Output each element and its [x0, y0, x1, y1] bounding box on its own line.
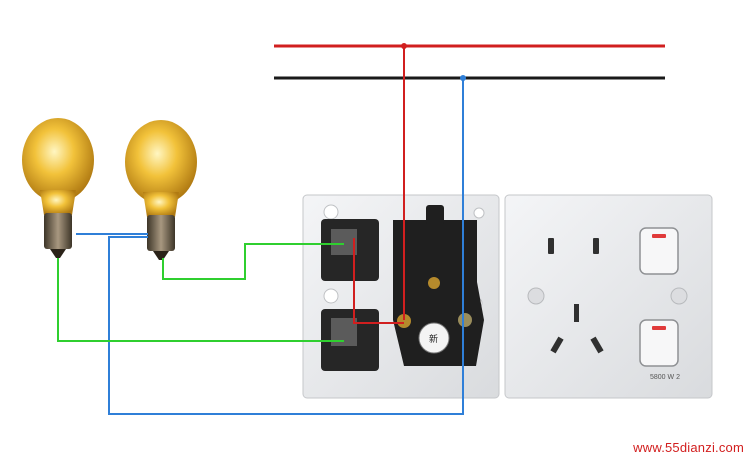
socket-front-plate — [504, 194, 713, 399]
socket-module — [393, 220, 484, 366]
module-knob — [418, 322, 450, 354]
light-bulb-icon — [22, 118, 94, 258]
neutral-junction — [460, 75, 466, 81]
socket-back-open: 新 — [302, 194, 500, 399]
switched-wire — [57, 243, 344, 342]
watermark-text: www.55dianzi.com — [633, 440, 744, 455]
live-wire — [353, 46, 405, 324]
neutral-wire — [76, 78, 464, 415]
rocker-switch-icon — [639, 227, 679, 275]
rocker-switch-icon — [639, 319, 679, 367]
module-label: 5800 W 2 — [650, 374, 680, 381]
light-bulb-icon — [125, 120, 197, 260]
live-junction — [401, 43, 407, 49]
knob-text: 新 — [429, 333, 438, 344]
socket-icon — [548, 238, 604, 354]
